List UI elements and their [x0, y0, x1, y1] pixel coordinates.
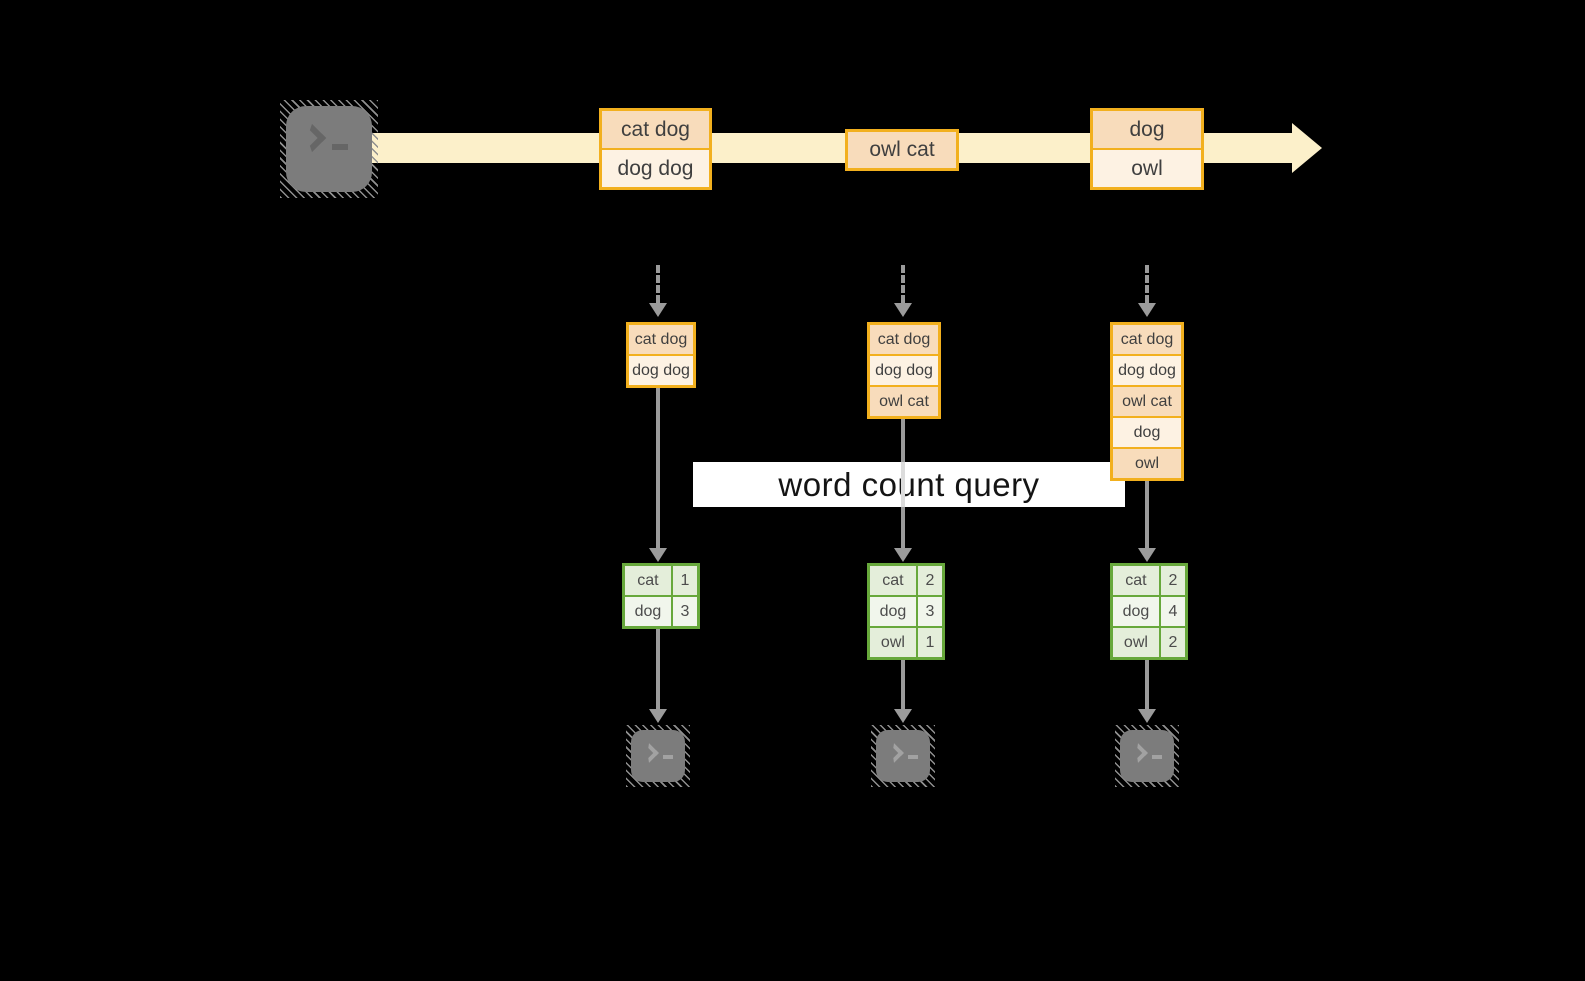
state-cell: owl cat [1113, 385, 1181, 416]
count-value-cell: 2 [917, 566, 942, 595]
query-label: word count query [693, 462, 1125, 507]
down-arrow-solid [649, 388, 667, 562]
prompt-underscore-icon [908, 755, 918, 759]
count-table: cat 2 dog 4 owl 2 [1110, 563, 1188, 660]
prompt-underscore-icon [663, 755, 673, 759]
state-buffer: cat dog dog dog owl cat [867, 322, 941, 419]
record-cell: owl [1093, 148, 1201, 187]
count-word-cell: owl [1113, 628, 1159, 657]
count-value-cell: 3 [917, 597, 942, 626]
state-cell: dog dog [629, 354, 693, 385]
state-cell: owl [1113, 447, 1181, 478]
down-arrow-solid [1138, 481, 1156, 562]
stream-record: owl cat [845, 129, 959, 171]
count-word-cell: dog [1113, 597, 1159, 626]
down-arrow-dashed [649, 265, 667, 317]
stream-record: cat dog dog dog [599, 108, 712, 190]
arrow-through-label [901, 462, 905, 507]
prompt-underscore-icon [1152, 755, 1162, 759]
down-arrow-dashed [1138, 265, 1156, 317]
prompt-underscore-icon [332, 144, 348, 150]
terminal-prompt-icon [876, 730, 930, 782]
count-word-cell: cat [625, 566, 671, 595]
state-buffer: cat dog dog dog [626, 322, 696, 388]
sink-terminal-icon [871, 725, 935, 787]
record-cell: cat dog [602, 111, 709, 148]
down-arrow-solid [1138, 660, 1156, 723]
count-value-cell: 3 [672, 597, 697, 626]
count-word-cell: cat [870, 566, 916, 595]
prompt-chevron-icon [1128, 743, 1148, 763]
stream-arrow-head-icon [1292, 123, 1322, 173]
state-cell: dog dog [1113, 354, 1181, 385]
prompt-chevron-icon [297, 123, 327, 153]
stream-record: dog owl [1090, 108, 1204, 190]
state-cell: owl cat [870, 385, 938, 416]
terminal-prompt-icon [286, 106, 372, 192]
sink-terminal-icon [1115, 725, 1179, 787]
count-word-cell: owl [870, 628, 916, 657]
count-value-cell: 2 [1160, 566, 1185, 595]
source-terminal-icon [280, 100, 378, 198]
record-cell: dog dog [602, 148, 709, 187]
sink-terminal-icon [626, 725, 690, 787]
prompt-chevron-icon [884, 743, 904, 763]
prompt-chevron-icon [639, 743, 659, 763]
state-cell: dog dog [870, 354, 938, 385]
terminal-prompt-icon [1120, 730, 1174, 782]
count-word-cell: dog [870, 597, 916, 626]
state-cell: dog [1113, 416, 1181, 447]
state-cell: cat dog [629, 325, 693, 354]
down-arrow-dashed [894, 265, 912, 317]
record-cell: dog [1093, 111, 1201, 148]
state-cell: cat dog [1113, 325, 1181, 354]
down-arrow-solid [894, 660, 912, 723]
count-word-cell: dog [625, 597, 671, 626]
count-table: cat 1 dog 3 [622, 563, 700, 629]
down-arrow-solid [649, 629, 667, 723]
count-value-cell: 1 [917, 628, 942, 657]
count-value-cell: 4 [1160, 597, 1185, 626]
state-cell: cat dog [870, 325, 938, 354]
state-buffer: cat dog dog dog owl cat dog owl [1110, 322, 1184, 481]
count-value-cell: 1 [672, 566, 697, 595]
count-value-cell: 2 [1160, 628, 1185, 657]
count-word-cell: cat [1113, 566, 1159, 595]
record-cell: owl cat [848, 132, 956, 168]
query-label-text: word count query [778, 465, 1040, 503]
terminal-prompt-icon [631, 730, 685, 782]
count-table: cat 2 dog 3 owl 1 [867, 563, 945, 660]
